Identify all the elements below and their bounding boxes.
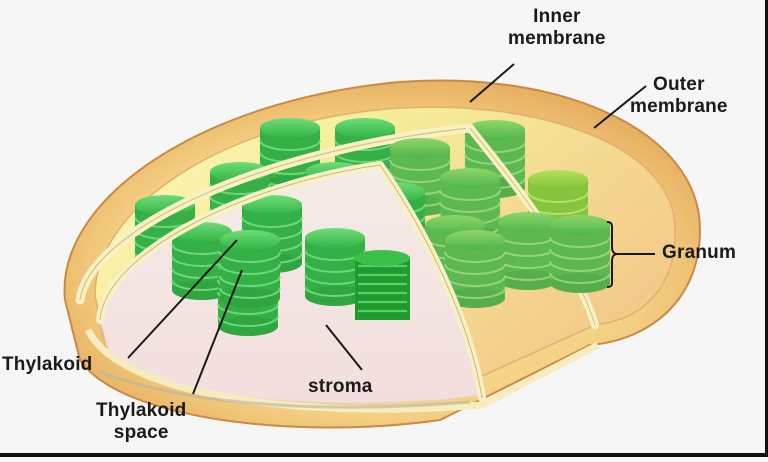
cutaway-granum bbox=[354, 250, 410, 320]
leader-thylakoid bbox=[127, 239, 238, 359]
leader-stroma bbox=[325, 324, 363, 371]
leader-thylakoid-space bbox=[192, 269, 243, 395]
label-stroma: stroma bbox=[308, 376, 373, 397]
label-outer-membrane: Outer membrane bbox=[630, 74, 728, 117]
leader-lines bbox=[127, 63, 655, 395]
frame-edge-right bbox=[765, 0, 768, 457]
frame-edge-bottom bbox=[0, 453, 768, 457]
grana-front bbox=[171, 194, 410, 337]
label-thylakoid-space: Thylakoid space bbox=[96, 400, 187, 443]
label-thylakoid: Thylakoid bbox=[2, 354, 93, 375]
label-granum: Granum bbox=[662, 242, 737, 263]
label-inner-membrane: Inner membrane bbox=[508, 6, 606, 49]
inner-membrane-front-rim bbox=[84, 161, 600, 413]
leader-outer-membrane bbox=[593, 85, 647, 129]
leader-inner-membrane bbox=[469, 63, 515, 103]
